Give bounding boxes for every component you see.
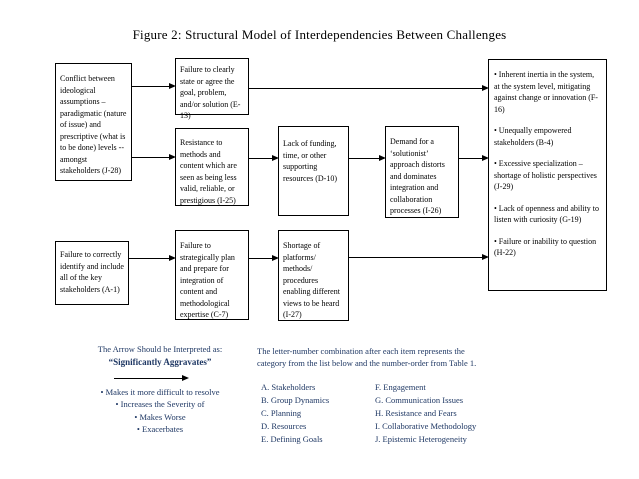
legend-synonyms: • Makes it more difficult to resolve • I…	[60, 386, 260, 435]
outcome-excessive-specialization-j29: • Excessive specialization – shortage of…	[494, 159, 597, 191]
category-item: D. Resources	[261, 421, 307, 431]
legend-synonym: • Increases the Severity of	[115, 399, 205, 410]
arrow-j28-to-i25	[132, 154, 176, 160]
category-item: B. Group Dynamics	[261, 395, 330, 405]
arrow-i25-to-d10	[249, 155, 279, 161]
outcome-unequal-stakeholders-b4: • Unequally empowered stakeholders (B-4)	[494, 126, 572, 147]
category-item: H. Resistance and Fears	[375, 408, 457, 418]
category-list-left: A. Stakeholders B. Group Dynamics C. Pla…	[261, 381, 373, 446]
outcome-inherent-inertia-f16: • Inherent inertia in the system, at the…	[494, 70, 598, 114]
legend-synonym: • Makes Worse	[134, 411, 186, 422]
box-conflict-ideological-j28: Conflict between ideological assumptions…	[55, 63, 132, 181]
legend-synonym: • Makes it more difficult to resolve	[100, 387, 220, 397]
box-failure-strategic-plan-c7: Failure to strategically plan and prepar…	[175, 230, 249, 320]
arrow-d10-to-i26	[349, 155, 386, 161]
legend-heading: The Arrow Should be Interpreted as:	[97, 344, 223, 354]
outcome-lack-openness-g19: • Lack of openness and ability to listen…	[494, 203, 599, 225]
category-item: F. Engagement	[375, 382, 426, 392]
figure-title: Figure 2: Structural Model of Interdepen…	[132, 27, 507, 42]
category-item: A. Stakeholders	[261, 382, 316, 392]
box-resistance-methods-i25: Resistance to methods and content which …	[175, 128, 249, 206]
box-failure-state-goal-e13: Failure to clearly state or agree the go…	[175, 58, 249, 120]
box-lack-funding-d10: Lack of funding, time, or other supporti…	[278, 126, 349, 216]
box-outcomes-list: • Inherent inertia in the system, at the…	[488, 59, 607, 291]
arrow-j28-to-e13	[132, 83, 176, 89]
legend-sample-arrow	[114, 375, 189, 381]
box-shortage-platforms-i27: Shortage of platforms/ methods/ procedur…	[278, 230, 349, 321]
category-item: G. Communication Issues	[375, 395, 464, 405]
category-item: I. Collaborative Methodology	[375, 421, 477, 431]
arrow-c7-to-i27	[249, 255, 279, 261]
legend-synonym: • Exacerbates	[136, 423, 184, 434]
category-item: C. Planning	[261, 408, 302, 418]
category-item: E. Defining Goals	[261, 434, 323, 444]
category-list-right: F. Engagement G. Communication Issues H.…	[375, 381, 505, 446]
category-item: J. Epistemic Heterogeneity	[375, 434, 467, 444]
arrow-e13-to-outcomes	[249, 85, 489, 91]
category-key-note: The letter-number combination after each…	[257, 346, 477, 368]
box-solutionist-demand-i26: Demand for a ‘solutionist’ approach dist…	[385, 126, 459, 218]
arrow-a1-to-c7	[129, 255, 176, 261]
outcome-failure-question-h22: • Failure or inability to question (H-22…	[494, 236, 597, 258]
arrow-i27-to-outcomes	[349, 254, 489, 260]
box-failure-identify-stakeholders-a1: Failure to correctly identify and includ…	[55, 241, 129, 305]
arrow-i26-to-outcomes	[459, 155, 489, 161]
legend-meaning: “Significantly Aggravates”	[108, 357, 212, 367]
